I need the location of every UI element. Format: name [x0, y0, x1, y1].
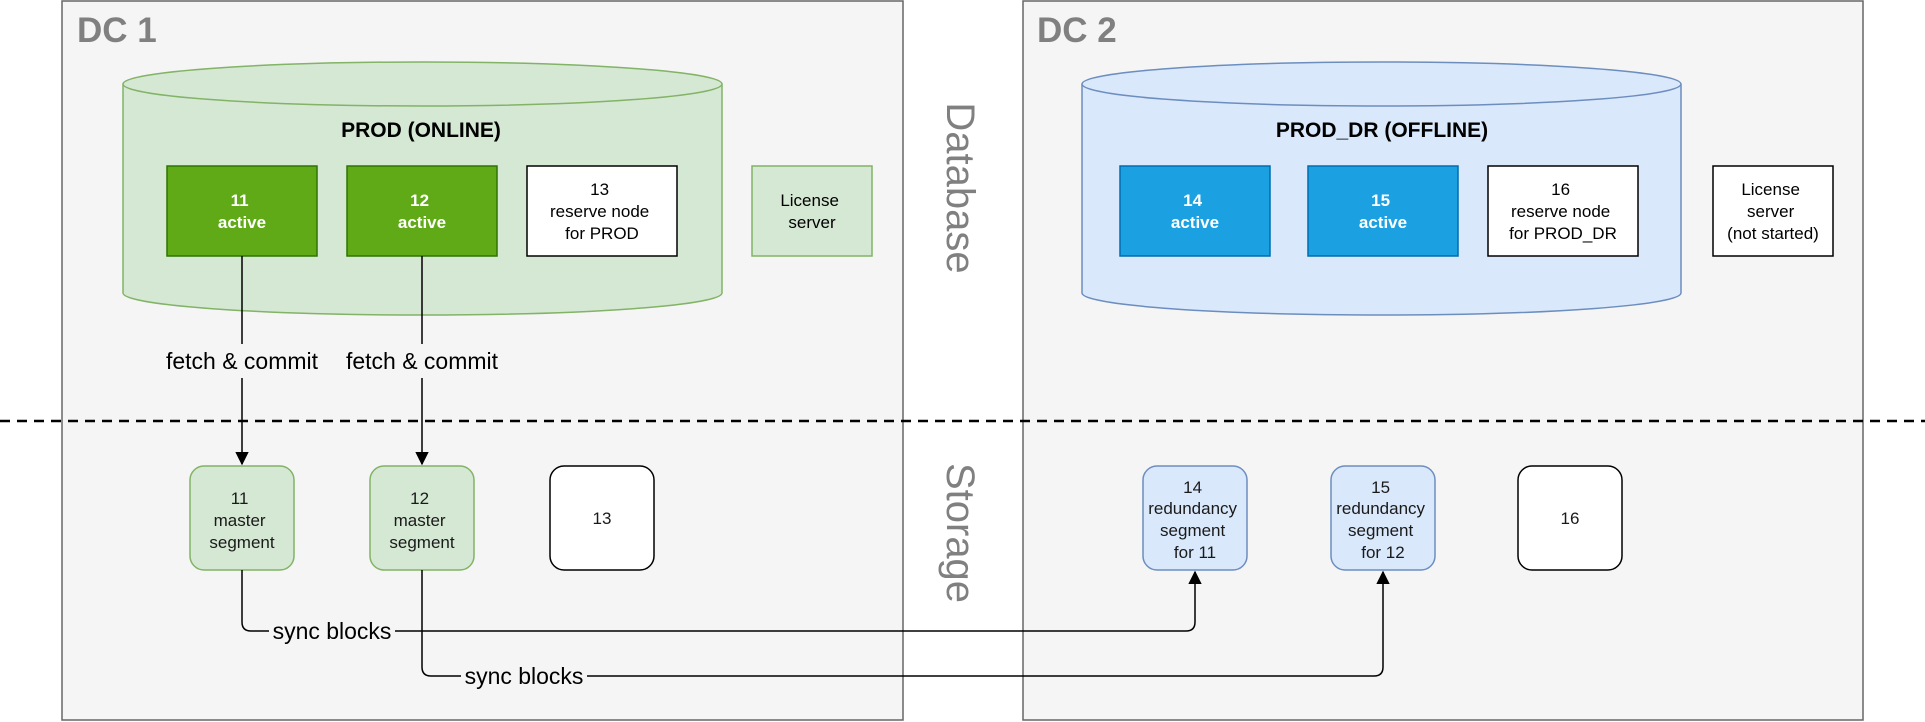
dc1-license-server — [751, 165, 873, 257]
dc1-node-13 — [526, 165, 678, 257]
dc2-segment-15 — [1330, 465, 1436, 571]
dc2-license-label: License server (not started) — [1727, 180, 1819, 243]
dc2-segment-14-label: 14 redundancy segment for 11 — [1148, 478, 1242, 562]
dc2-node-16-label: 16 reserve node for PROD_DR — [1509, 180, 1617, 243]
dc1-node-12-label: 12 active — [398, 191, 446, 232]
dc2-segment-16 — [1517, 465, 1623, 571]
layer-label-database: Database — [938, 102, 982, 273]
edge-label-fetch-commit-11: fetch & commit — [166, 348, 319, 374]
dc2-title: DC 2 — [1037, 11, 1117, 50]
dc1-node-11 — [166, 165, 318, 257]
dc1-segment-13 — [549, 465, 655, 571]
dc2-license-server — [1712, 165, 1834, 257]
dc2-node-16 — [1487, 165, 1639, 257]
sync-label-2: sync blocks — [465, 663, 584, 689]
dc1-node-12 — [346, 165, 498, 257]
edge-sync-12-to-15 — [421, 570, 1390, 677]
dc2-cylinder-title: PROD_DR (OFFLINE) — [1276, 119, 1488, 142]
sync-label-bg-2 — [461, 660, 587, 692]
edge-label-bg-2 — [345, 344, 499, 378]
dc1-cylinder-title: PROD (ONLINE) — [341, 119, 501, 142]
dc2-node-15-label: 15 active — [1359, 191, 1407, 232]
dc2-segment-14 — [1142, 465, 1248, 571]
dc1-segment-12-label: 12 master segment — [389, 489, 454, 552]
edge-label-bg-1 — [165, 344, 319, 378]
dc1-segment-13-label: 13 — [593, 509, 612, 528]
edge-sync-11-to-14 — [241, 570, 1202, 632]
dc2-segment-16-label: 16 — [1561, 509, 1580, 528]
dc2-node-14 — [1119, 165, 1271, 257]
dc2-segment-15-label: 15 redundancy segment for 12 — [1336, 478, 1430, 562]
dc2-node-14-label: 14 active — [1171, 191, 1219, 232]
dc1-license-label: License server — [780, 191, 843, 232]
layer-label-storage: Storage — [938, 463, 982, 603]
edge-label-fetch-commit-12: fetch & commit — [346, 348, 499, 374]
sync-label-bg-1 — [269, 614, 395, 646]
dc1-segment-11-label: 11 master segment — [209, 489, 274, 552]
sync-label-1: sync blocks — [273, 618, 392, 644]
dc1-title: DC 1 — [77, 11, 157, 50]
dc2-node-15 — [1307, 165, 1459, 257]
dc1-node-13-label: 13 reserve node for PROD — [550, 180, 654, 243]
dc1-node-11-label: 11 active — [218, 191, 266, 232]
